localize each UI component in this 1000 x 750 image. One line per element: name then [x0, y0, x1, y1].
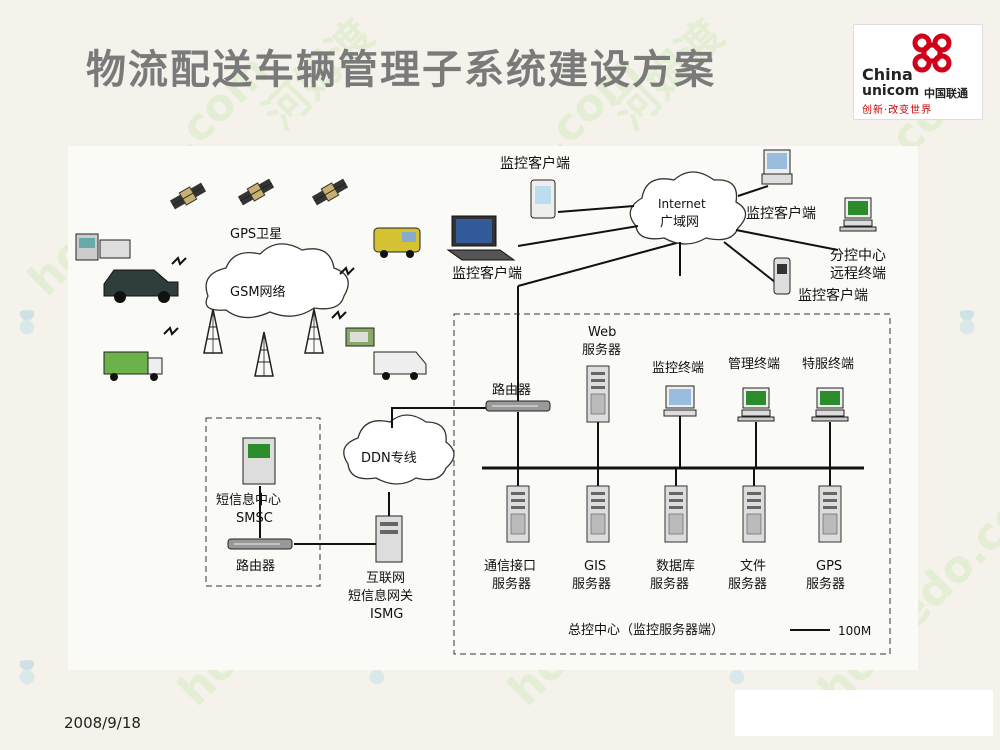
special-terminal-label: 特服终端: [802, 356, 854, 372]
comm-server-label-line2: 服务器: [492, 576, 531, 592]
gis-server-label-line2: 服务器: [572, 576, 611, 592]
ismg-label-line2: 短信息网关: [348, 588, 413, 604]
network-diagram: GPS卫星 GSM网络: [68, 146, 918, 670]
branch-pc-icon: [839, 197, 877, 232]
comm-server-icon: [506, 485, 530, 543]
device-icon: [75, 233, 131, 261]
web-server-icon: [586, 365, 610, 423]
branch-label-line1: 分控中心: [830, 248, 886, 264]
smsc-router-label: 路由器: [236, 558, 275, 574]
cell-tower-icon: [203, 308, 324, 377]
monitor-client-label: 监控客户端: [452, 265, 522, 282]
router-icon: [227, 538, 293, 550]
mgmt-pc-icon: [737, 387, 775, 422]
gps-satellite-icon: [168, 176, 350, 212]
wan-label: 广域网: [660, 215, 699, 230]
comm-server-label-line1: 通信接口: [484, 558, 536, 574]
slide-date: 2008/9/18: [64, 714, 141, 732]
van-icon: [373, 227, 421, 258]
branch-label-line2: 远程终端: [830, 266, 886, 282]
logo-brand-line2: unicom: [862, 83, 920, 99]
router-icon: [485, 400, 551, 412]
china-unicom-logo: China unicom 中国联通 创新·改变世界: [853, 24, 983, 120]
gps-server-label-line2: 服务器: [806, 576, 845, 592]
ismg-server-icon: [375, 515, 403, 563]
monitor-client-label: 监控客户端: [746, 205, 816, 222]
file-server-label-line2: 服务器: [728, 576, 767, 592]
file-server-label-line1: 文件: [740, 559, 766, 574]
ddn-cloud-icon: [343, 414, 455, 485]
gis-server-icon: [586, 485, 610, 543]
truck-icon: [103, 351, 163, 381]
db-server-label-line1: 数据库: [656, 558, 695, 574]
mgmt-terminal-label: 管理终端: [728, 356, 780, 372]
ismg-label-line3: ISMG: [370, 607, 403, 622]
gsm-network-label: GSM网络: [230, 284, 286, 300]
special-pc-icon: [811, 387, 849, 422]
web-label-line2: 服务器: [582, 342, 621, 358]
monitor-client-label: 监控客户端: [500, 155, 570, 172]
gps-device-icon: [345, 327, 375, 347]
gps-satellite-label: GPS卫星: [230, 227, 282, 242]
ddn-label: DDN专线: [361, 451, 417, 466]
minibus-icon: [373, 351, 427, 380]
monitor-pc-icon: [761, 149, 793, 185]
laptop-icon: [446, 215, 516, 261]
smsc-server-icon: [242, 437, 276, 485]
monitor-client-label: 监控客户端: [798, 287, 868, 304]
control-center-label: 总控中心（监控服务器端）: [568, 622, 724, 638]
footer-box: [735, 690, 993, 736]
internet-cloud-icon: [629, 171, 747, 245]
mobile-phone-icon: [773, 257, 791, 295]
gsm-cloud-icon: [205, 243, 349, 319]
gis-server-label-line1: GIS: [584, 559, 606, 574]
gps-server-icon: [818, 485, 842, 543]
smsc-label: SMSC: [236, 511, 273, 526]
unicom-knot-icon: [912, 33, 952, 73]
sms-center-label: 短信息中心: [216, 492, 281, 508]
gps-server-label-line1: GPS: [816, 559, 842, 574]
slide-title: 物流配送车辆管理子系统建设方案: [86, 47, 716, 93]
monitor-terminal-label: 监控终端: [652, 360, 704, 376]
logo-brand-cn: 中国联通: [924, 87, 968, 100]
monitor-terminal-pc-icon: [663, 385, 697, 417]
db-server-icon: [664, 485, 688, 543]
car-icon: [103, 269, 179, 303]
router-label: 路由器: [492, 382, 531, 398]
legend-speed-label: 100M: [838, 624, 871, 638]
logo-brand-line1: China: [862, 65, 913, 84]
logo-slogan: 创新·改变世界: [862, 105, 933, 116]
ismg-label-line1: 互联网: [366, 571, 405, 586]
db-server-label-line2: 服务器: [650, 576, 689, 592]
pda-icon: [530, 179, 556, 219]
internet-label: Internet: [658, 197, 706, 211]
web-label-line1: Web: [588, 325, 616, 340]
file-server-icon: [742, 485, 766, 543]
